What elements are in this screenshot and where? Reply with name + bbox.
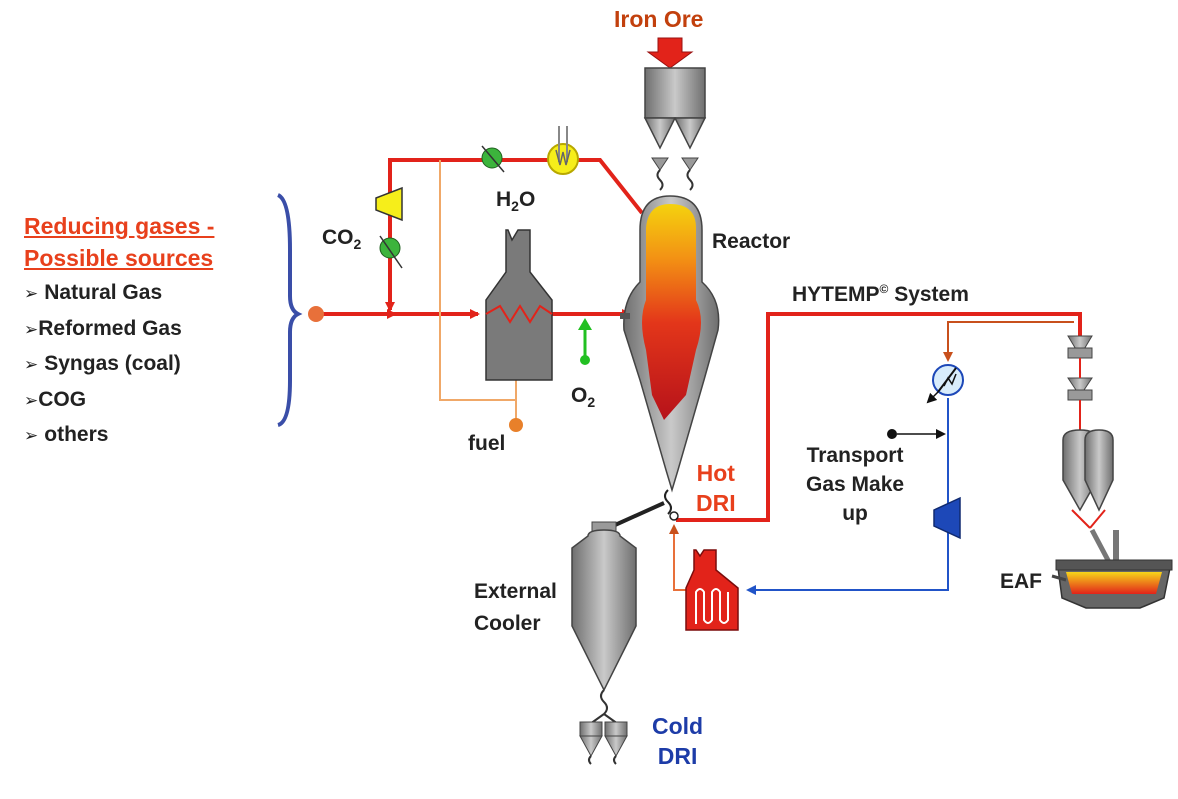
reactor-vessel	[620, 195, 720, 521]
feed-inlet-node	[308, 306, 324, 322]
fuel-label: fuel	[468, 432, 506, 455]
transport-gas-heater	[685, 549, 739, 631]
sources-brace	[276, 193, 303, 427]
transport-gas-cooler	[926, 364, 964, 404]
h2o-label: H2O	[496, 188, 536, 215]
bullet-arrow-icon: ➢	[24, 319, 39, 339]
cold-dri-bins	[579, 721, 628, 765]
o2-label: O2	[571, 384, 596, 411]
source-item: ➢others	[24, 423, 109, 446]
o2-injection-arrow	[578, 318, 592, 365]
bullet-arrow-icon: ➢	[24, 426, 39, 445]
co2-compressor	[375, 186, 403, 222]
bullet-arrow-icon: ➢	[24, 284, 39, 303]
transport-gas-compressor	[933, 496, 961, 540]
reducing-gases-line2: Possible sources	[24, 245, 214, 271]
hytemp-system-label: HYTEMP© System	[792, 282, 969, 306]
makeup-gas-line	[887, 429, 946, 439]
heater-outlet-line	[669, 524, 690, 591]
iron-ore-hopper	[643, 67, 707, 191]
return-gas-line	[943, 321, 1074, 362]
transport-gas-line	[746, 398, 949, 595]
co2-valve	[379, 235, 403, 269]
co2-label: CO2	[322, 226, 362, 253]
fuel-inlet-node	[509, 418, 523, 432]
bullet-arrow-icon: ➢	[24, 355, 39, 374]
process-gas-heater	[485, 229, 553, 381]
reactor-burden	[642, 204, 701, 420]
h2o-condenser	[547, 126, 579, 175]
eaf-feed-bins	[1062, 335, 1114, 529]
external-cooler	[571, 521, 637, 725]
source-item: ➢Natural Gas	[24, 281, 163, 304]
source-item: ➢Syngas (coal)	[24, 352, 181, 375]
h2o-valve	[481, 145, 505, 173]
gas-sources-list: ➢Natural Gas ➢Reformed Gas ➢Syngas (coal…	[24, 276, 182, 454]
bullet-arrow-icon: ➢	[24, 390, 39, 410]
reducing-gases-line1: Reducing gases -	[24, 213, 215, 239]
eaf-label: EAF	[1000, 570, 1042, 593]
reducing-gases-heading: Reducing gases - Possible sources	[24, 210, 214, 274]
reactor-label: Reactor	[712, 230, 791, 253]
source-item: ➢COG	[24, 387, 87, 411]
electric-arc-furnace	[1051, 528, 1173, 609]
iron-ore-label: Iron Ore	[614, 6, 704, 32]
hytemp-line	[676, 312, 1082, 522]
iron-ore-feed-arrow	[646, 37, 694, 69]
source-item: ➢Reformed Gas	[24, 316, 182, 340]
